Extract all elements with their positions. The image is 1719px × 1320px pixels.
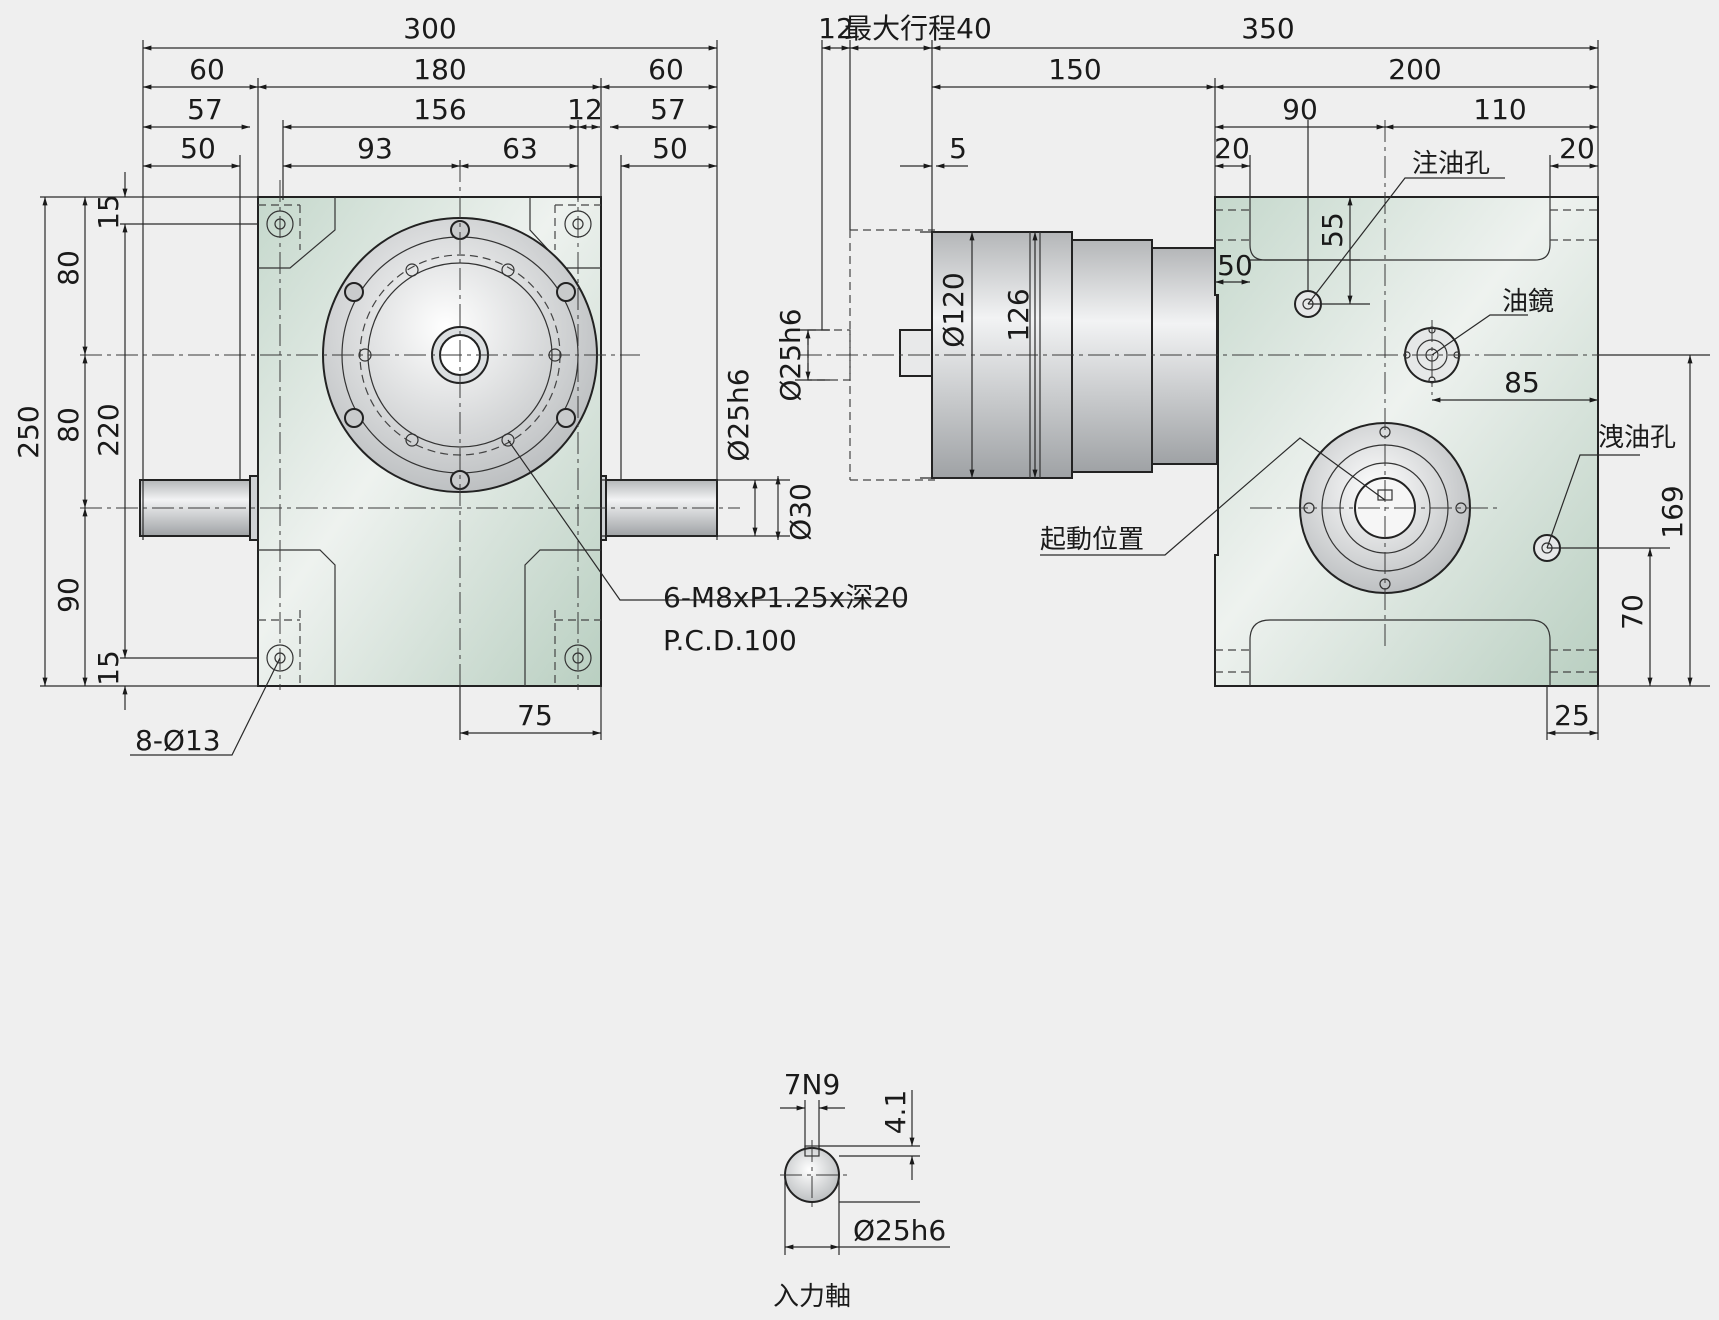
dim-key-gap: 12	[818, 12, 854, 45]
side-view: 12 最大行程40 350 150 200 90 110 20 20 5 Ø12…	[774, 12, 1710, 740]
dim-shaft-od: Ø30	[784, 483, 817, 541]
dim-left-part: 90	[1282, 93, 1318, 126]
dim-inner-middle: 156	[413, 93, 466, 126]
dim-side-right: 60	[648, 53, 684, 86]
note-tap-holes: 6-M8xP1.25x深20	[663, 581, 909, 614]
label-oil-fill: 注油孔	[1412, 149, 1490, 179]
dim-margin-right: 20	[1559, 132, 1595, 165]
dim-total-width: 300	[403, 12, 456, 45]
dim-v55: 55	[1316, 212, 1349, 248]
dim-middle: 180	[413, 53, 466, 86]
note-pcd: P.C.D.100	[663, 624, 797, 657]
input-shaft-section: 7N9 4.1 Ø25h6 入力軸	[773, 1068, 950, 1312]
dim-inner-gap: 12	[567, 93, 603, 126]
input-shaft-title: 入力軸	[773, 1282, 851, 1312]
dim-upper: 80	[52, 250, 85, 286]
dim-h85: 85	[1504, 366, 1540, 399]
dim-offset-left: 93	[357, 132, 393, 165]
dim-h50: 50	[1217, 249, 1253, 282]
dim-key-width: 7N9	[784, 1068, 841, 1101]
note-mount-holes: 8-Ø13	[135, 724, 221, 757]
dim-total-height: 250	[12, 405, 45, 458]
dim-lower: 90	[52, 577, 85, 613]
dim-inner-right: 57	[650, 93, 686, 126]
dim-v169: 169	[1656, 485, 1689, 538]
dim-key-depth: 4.1	[879, 1090, 912, 1135]
dim-side-shaft: Ø25h6	[774, 308, 807, 401]
dim-margin-left: 20	[1214, 132, 1250, 165]
dim-inner-left: 57	[187, 93, 223, 126]
dim-shaft-right: 50	[652, 132, 688, 165]
dim-flange-height: 126	[1002, 288, 1035, 341]
dim-v70: 70	[1616, 594, 1649, 630]
dim-shaft-left: 50	[180, 132, 216, 165]
front-view: 300 60 180 60 57 156 12 57 50 93 63 50 7…	[12, 12, 909, 757]
dim-top-hole: 15	[92, 194, 125, 230]
dim-flange-length: 150	[1048, 53, 1101, 86]
label-start-position: 起動位置	[1040, 525, 1144, 555]
dim-lower-span: 220	[92, 403, 125, 456]
dim-flange-dia: Ø120	[937, 272, 970, 347]
dim-side-left: 60	[189, 53, 225, 86]
dim-total-length: 350	[1241, 12, 1294, 45]
dim-offset-right: 63	[502, 132, 538, 165]
dim-right-part: 110	[1473, 93, 1526, 126]
dim-middle-height: 80	[52, 407, 85, 443]
dim-h25: 25	[1554, 699, 1590, 732]
dim-shaft-dia: Ø25h6	[722, 368, 755, 461]
dim-stroke: 最大行程40	[844, 12, 992, 45]
label-oil-drain: 洩油孔	[1598, 423, 1676, 453]
dim-bottom-offset: 75	[517, 699, 553, 732]
dim-flange-step: 5	[949, 132, 967, 165]
dim-body-length: 200	[1388, 53, 1441, 86]
dim-input-dia: Ø25h6	[853, 1214, 946, 1247]
dim-bottom-hole: 15	[92, 650, 125, 686]
label-oil-sight: 油鏡	[1502, 287, 1554, 317]
